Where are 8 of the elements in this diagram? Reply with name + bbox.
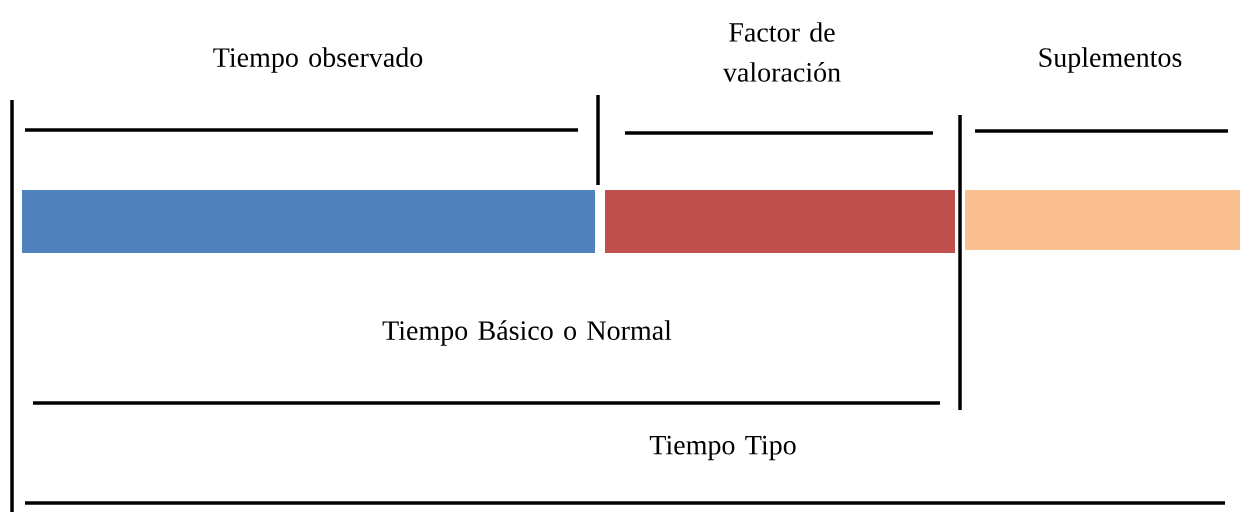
segment-label: Tiempo Básico o Normal xyxy=(382,320,672,346)
time-bar xyxy=(965,190,1240,250)
time-bar xyxy=(22,190,595,253)
segment-label: Tiempo observado xyxy=(213,47,423,73)
segment-label: Factor de valoración xyxy=(722,22,841,82)
time-bar xyxy=(605,190,955,253)
segment-label: Tiempo Tipo xyxy=(649,435,796,461)
segment-label: Suplementos xyxy=(1039,47,1182,73)
